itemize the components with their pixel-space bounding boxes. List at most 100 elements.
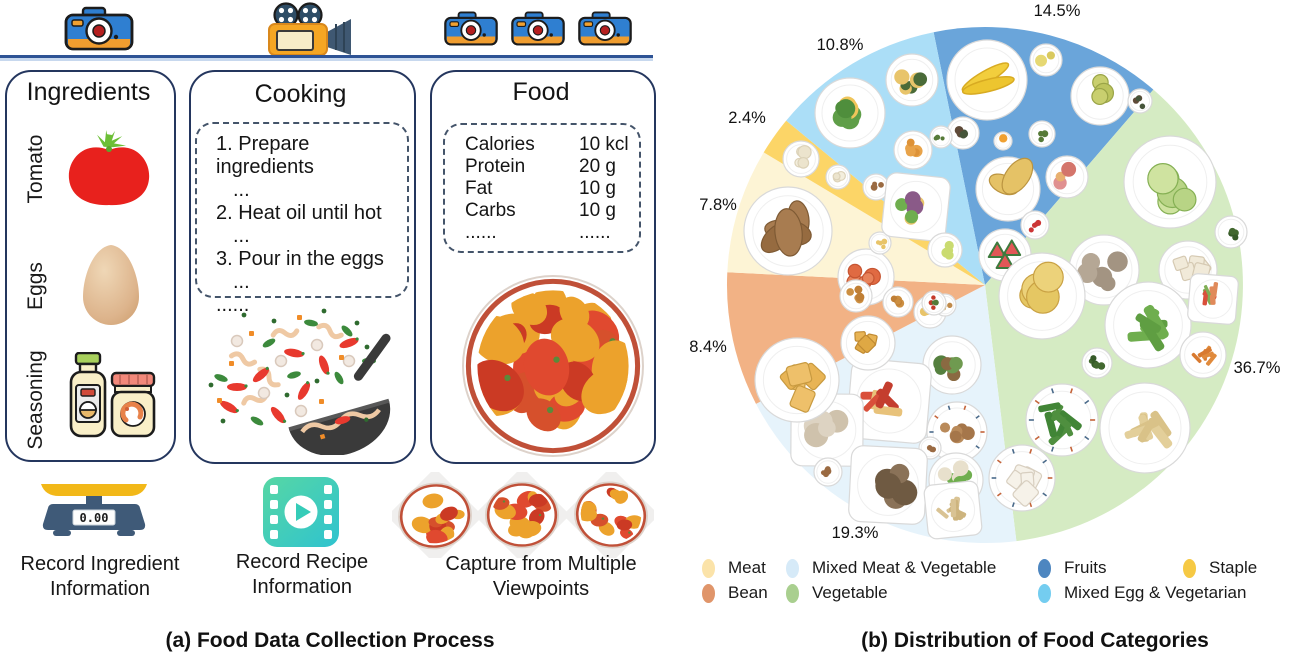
divider-line: [0, 55, 653, 58]
food-photo-plate: [782, 140, 820, 178]
legend-label: Meat: [728, 558, 766, 577]
legend-item-fruits: Fruits: [1038, 557, 1107, 579]
caption-b: (b) Distribution of Food Categories: [861, 629, 1209, 652]
nutrition-row: Fat 10 g: [465, 178, 639, 200]
legend-swatch: [702, 583, 715, 603]
food-photo-plate: [868, 231, 892, 255]
camera-icon: [63, 4, 135, 52]
footer-label-ingredient: Record Ingredient Information: [20, 553, 180, 600]
pie-percentage-label: 36.7%: [1234, 359, 1281, 377]
food-photo-plate: [1127, 88, 1153, 114]
ingredient-label-seasoning: Seasoning: [24, 350, 47, 450]
food-photo-plate: [814, 77, 886, 149]
pie-percentage-label: 19.3%: [832, 524, 879, 542]
nutrition-value: 10 kcl: [579, 134, 629, 155]
legend-swatch: [1038, 558, 1051, 578]
pie-percentage-label: 7.8%: [699, 196, 737, 214]
food-photo-plate: [1029, 43, 1063, 77]
nutrition-value: ......: [579, 222, 611, 243]
wok-stir-fry-icon: [199, 303, 405, 455]
nutrition-label: Protein: [465, 156, 526, 177]
three-dish-photos-icon: [392, 472, 654, 558]
nutrition-label: Carbs: [465, 200, 516, 221]
food-photo-plate: [922, 335, 982, 395]
food-photo-plate: [946, 39, 1028, 121]
food-photo-plate: [881, 172, 951, 242]
legend-item-bean: Bean: [702, 582, 768, 604]
seasoning-icon: [68, 352, 156, 440]
pie-percentage-label: 10.8%: [817, 36, 864, 54]
nutrition-row: ............: [465, 222, 639, 244]
food-photo-plate: [1187, 273, 1239, 325]
food-photo-plate: [1214, 215, 1248, 249]
legend-label: Mixed Meat & Vegetable: [812, 558, 997, 577]
legend-label: Fruits: [1064, 558, 1107, 577]
ingredients-title: Ingredients: [26, 78, 151, 106]
legend-swatch: [702, 558, 715, 578]
legend-item-meat: Meat: [702, 557, 766, 579]
legend-label: Staple: [1209, 558, 1258, 577]
nutrition-value: 10 g: [579, 200, 616, 221]
legend-swatch: [1038, 583, 1051, 603]
food-photo-plate: [1081, 347, 1113, 379]
cooking-title: Cooking: [254, 80, 347, 108]
legend-item-mixed-egg-vegetarian: Mixed Egg & Vegetarian: [1038, 582, 1246, 604]
food-photo-plate: [998, 252, 1086, 340]
camera-icon: [443, 5, 499, 51]
nutrition-row: Calories 10 kcl: [465, 134, 639, 156]
food-photo-plate: [839, 279, 873, 313]
food-photo-plate: [846, 358, 932, 444]
pie-percentage-label: 8.4%: [689, 338, 727, 356]
nutrition-label: Calories: [465, 134, 535, 155]
food-photo-plate: [1070, 66, 1130, 126]
legend-item-vegetable: Vegetable: [786, 582, 888, 604]
food-photo-plate: [743, 186, 833, 276]
food-photo-plate: [1028, 120, 1056, 148]
legend-swatch: [1183, 558, 1196, 578]
food-photo-plate: [882, 286, 914, 318]
camera-icon: [510, 5, 566, 51]
tomato-egg-dish-icon: [460, 273, 646, 459]
recipe-steps: 1. Prepare ingredients...2. Heat oil unt…: [197, 124, 407, 317]
nutrition-row: Carbs 10 g: [465, 200, 639, 222]
ingredient-label-tomato: Tomato: [24, 134, 47, 204]
ingredient-label-eggs: Eggs: [24, 262, 47, 310]
recipe-step: 1. Prepare ingredients: [216, 133, 314, 178]
recipe-step: ...: [233, 271, 250, 293]
food-photo-plate: [893, 130, 933, 170]
food-photo-plate: [921, 290, 947, 316]
footer-label-viewpoints: Capture from Multiple Viewpoints: [445, 553, 637, 600]
legend-label: Mixed Egg & Vegetarian: [1064, 583, 1247, 602]
food-photo-plate: [988, 444, 1056, 512]
food-photo-plate: [825, 164, 851, 190]
food-photo-plate: [927, 232, 963, 268]
food-photo-plate: [1045, 155, 1089, 199]
nutrition-value: 10 g: [579, 178, 616, 199]
footer-label-recipe: Record Recipe Information: [235, 551, 369, 598]
legend-item-staple: Staple: [1183, 557, 1257, 579]
camera-icon: [577, 5, 633, 51]
food-photo-plate: [813, 457, 843, 487]
legend-label: Vegetable: [812, 583, 888, 602]
svg-text:0.00: 0.00: [80, 511, 109, 525]
tomato-icon: [64, 126, 154, 208]
nutrition-label: Fat: [465, 178, 493, 199]
food-photo-plate: [1025, 383, 1099, 457]
food-photo-plate: [1179, 331, 1227, 379]
food-photo-plate: [840, 315, 896, 371]
food-category-pie-chart: 14.5%36.7%19.3%8.4%7.8%2.4%10.8%: [689, 2, 1281, 544]
video-play-icon: [263, 477, 339, 547]
food-photo-plate: [754, 337, 840, 423]
caption-a: (a) Food Data Collection Process: [165, 629, 495, 652]
food-photo-plate: [1020, 210, 1050, 240]
recipe-step: ...: [233, 179, 250, 201]
food-photo-plate: [926, 401, 988, 463]
recipe-step: 3. Pour in the eggs: [216, 248, 384, 270]
food-photo-plate: [1068, 234, 1140, 306]
legend-item-mixed-meat-vegetable: Mixed Meat & Vegetable: [786, 557, 996, 579]
food-photo-plate: [975, 156, 1041, 222]
egg-icon: [79, 240, 143, 330]
